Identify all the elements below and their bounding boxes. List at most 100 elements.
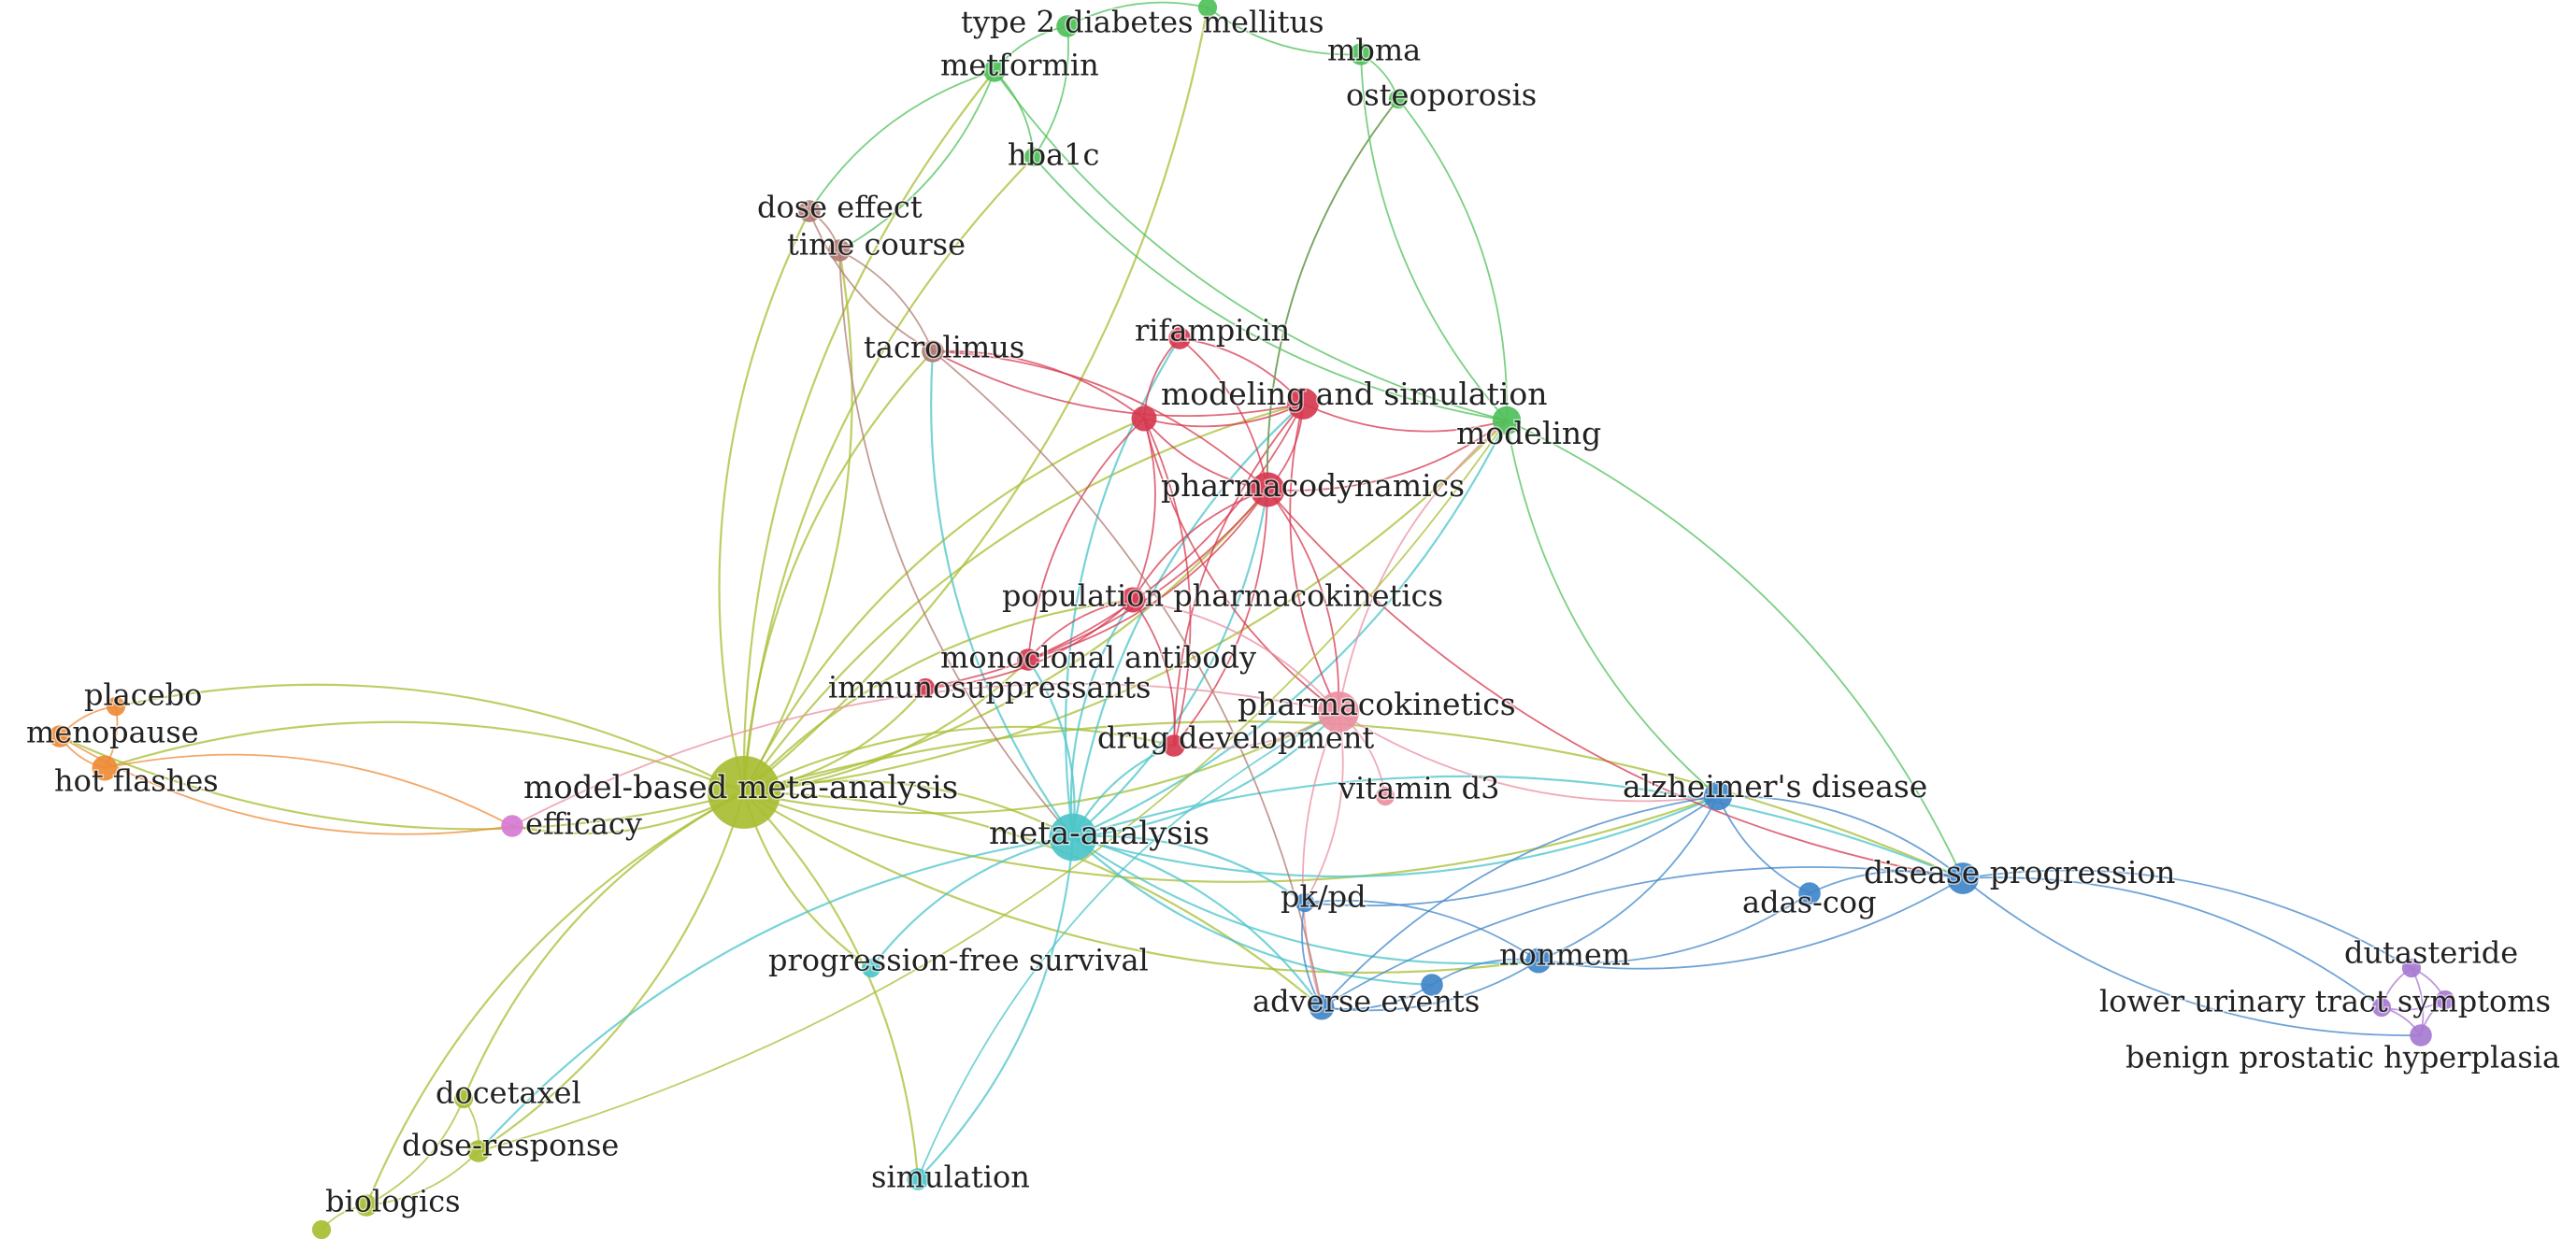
node-efficacy[interactable] (501, 815, 523, 837)
node-pk[interactable] (1318, 691, 1359, 733)
node-pkpd[interactable] (1295, 892, 1315, 913)
node-bph[interactable] (2410, 1024, 2432, 1047)
node-vitd3[interactable] (1375, 786, 1395, 806)
link-mbma-pk (742, 710, 1340, 815)
node-modeling[interactable] (1492, 406, 1522, 435)
link-mas-pk (1289, 403, 1339, 713)
label-biologics: biologics (325, 1184, 461, 1219)
node-mas[interactable] (1287, 388, 1319, 420)
link-nonmem-ae (1321, 960, 1539, 1012)
link-docetaxel-biologics (365, 1098, 465, 1206)
label-immuno: immunosuppressants (828, 670, 1151, 705)
node-osteo[interactable] (1388, 89, 1409, 109)
label-efficacy: efficacy (525, 806, 642, 842)
link-meta-pk (1071, 710, 1340, 839)
link-meta-rif (1064, 336, 1181, 839)
label-luts: lower urinary tract symptoms (2099, 984, 2551, 1019)
label-vitd3: vitamin d3 (1338, 771, 1499, 806)
link-ad-ae (1321, 795, 1719, 1008)
label-mbma2: mbma (1327, 33, 1421, 68)
node-drugdev[interactable] (1163, 734, 1185, 757)
link-mbma-meta (742, 779, 1075, 839)
label-doseeff: dose effect (757, 190, 923, 225)
link-pd-ppk (1132, 489, 1268, 601)
link-mas-rif (1179, 337, 1304, 405)
label-hotflash: hot flashes (54, 763, 219, 799)
label-drugdev: drug development (1097, 720, 1374, 756)
node-pd[interactable] (1250, 472, 1285, 507)
node-t2dm2[interactable] (1197, 0, 1218, 18)
node-doseresp[interactable] (467, 1140, 490, 1162)
link-meta-dp (1071, 775, 1965, 880)
node-menopause[interactable] (49, 725, 71, 748)
label-mas: modeling and simulation (1161, 376, 1548, 412)
node-dutas[interactable] (2401, 958, 2422, 978)
node-luts2[interactable] (2435, 990, 2455, 1010)
node-biologics[interactable] (355, 1194, 378, 1217)
node-meta[interactable] (1049, 813, 1097, 862)
link-mbma-ad (742, 790, 1720, 883)
link-pd-osteo (1266, 98, 1399, 491)
node-mbma[interactable] (708, 756, 780, 829)
node-ae[interactable] (1309, 994, 1335, 1020)
link-nonmem-aedot (1431, 958, 1539, 986)
node-ad[interactable] (1703, 781, 1733, 811)
node-metformin[interactable] (983, 60, 1006, 82)
link-menopause-efficacy (59, 735, 513, 835)
label-ae: adverse events (1252, 984, 1480, 1019)
node-hotflash[interactable] (92, 755, 118, 781)
node-rif[interactable] (1168, 327, 1191, 349)
link-ppk-drugdev (1132, 599, 1176, 747)
node-nonmem[interactable] (1525, 947, 1552, 974)
link-osteo-pd (1266, 98, 1399, 491)
node-placebo[interactable] (106, 696, 126, 717)
node-sim[interactable] (907, 1168, 929, 1190)
link-modeling-dp (1506, 420, 1964, 879)
node-doseeff[interactable] (798, 200, 821, 222)
node-timecourse[interactable] (828, 239, 851, 262)
node-docetaxel[interactable] (453, 1089, 474, 1109)
label-adascog: adas-cog (1742, 885, 1877, 920)
node-aedot[interactable] (1421, 974, 1443, 996)
node-immuno[interactable] (915, 677, 936, 698)
link-redhub-pk (1143, 418, 1339, 713)
node-biodot[interactable] (311, 1219, 332, 1239)
node-redhub[interactable] (1131, 406, 1157, 432)
link-mbma-modeling (742, 419, 1509, 794)
link-doseeff-tacro (809, 210, 934, 352)
node-ppk[interactable] (1120, 587, 1146, 613)
link-aedot-ae (1321, 984, 1433, 1010)
link-meta-pkpd (1071, 834, 1307, 904)
label-ppk: population pharmacokinetics (1002, 578, 1443, 614)
node-t2dm[interactable] (1056, 15, 1079, 37)
link-dp-bph (1962, 877, 2422, 1036)
network-links (58, 1, 2446, 1231)
node-tacro[interactable] (922, 340, 944, 363)
link-pk-pkpd (1304, 711, 1344, 904)
link-mbma-t2dm2 (742, 6, 1209, 794)
node-luts[interactable] (2371, 997, 2392, 1018)
link-tacro-ae (932, 350, 1323, 1008)
node-mab[interactable] (1017, 648, 1039, 671)
label-menopause: menopause (26, 715, 199, 750)
link-mas-tacro (932, 350, 1304, 417)
node-hba1c[interactable] (1023, 147, 1044, 167)
node-dp[interactable] (1947, 862, 1979, 894)
link-meta-ae (1071, 835, 1324, 1009)
link-pd-drugdev (1173, 489, 1268, 747)
link-mas-redhub (1143, 403, 1304, 428)
link-dp-dutas (1962, 869, 2412, 969)
link-metformin-modeling (994, 70, 1508, 421)
link-redhub-drugdev (1143, 418, 1192, 747)
link-meta-tacro (930, 349, 1075, 839)
node-pfs[interactable] (861, 958, 881, 978)
node-adascog[interactable] (1798, 882, 1821, 904)
link-hotflash-efficacy (104, 753, 513, 827)
label-osteo: osteoporosis (1346, 78, 1537, 113)
node-mbma2[interactable] (1350, 43, 1372, 65)
link-meta-pfs (869, 835, 1075, 970)
link-mbma-menopause (58, 734, 746, 831)
link-doseresp-modeling (478, 420, 1508, 1152)
link-meta-ad (1071, 794, 1720, 878)
